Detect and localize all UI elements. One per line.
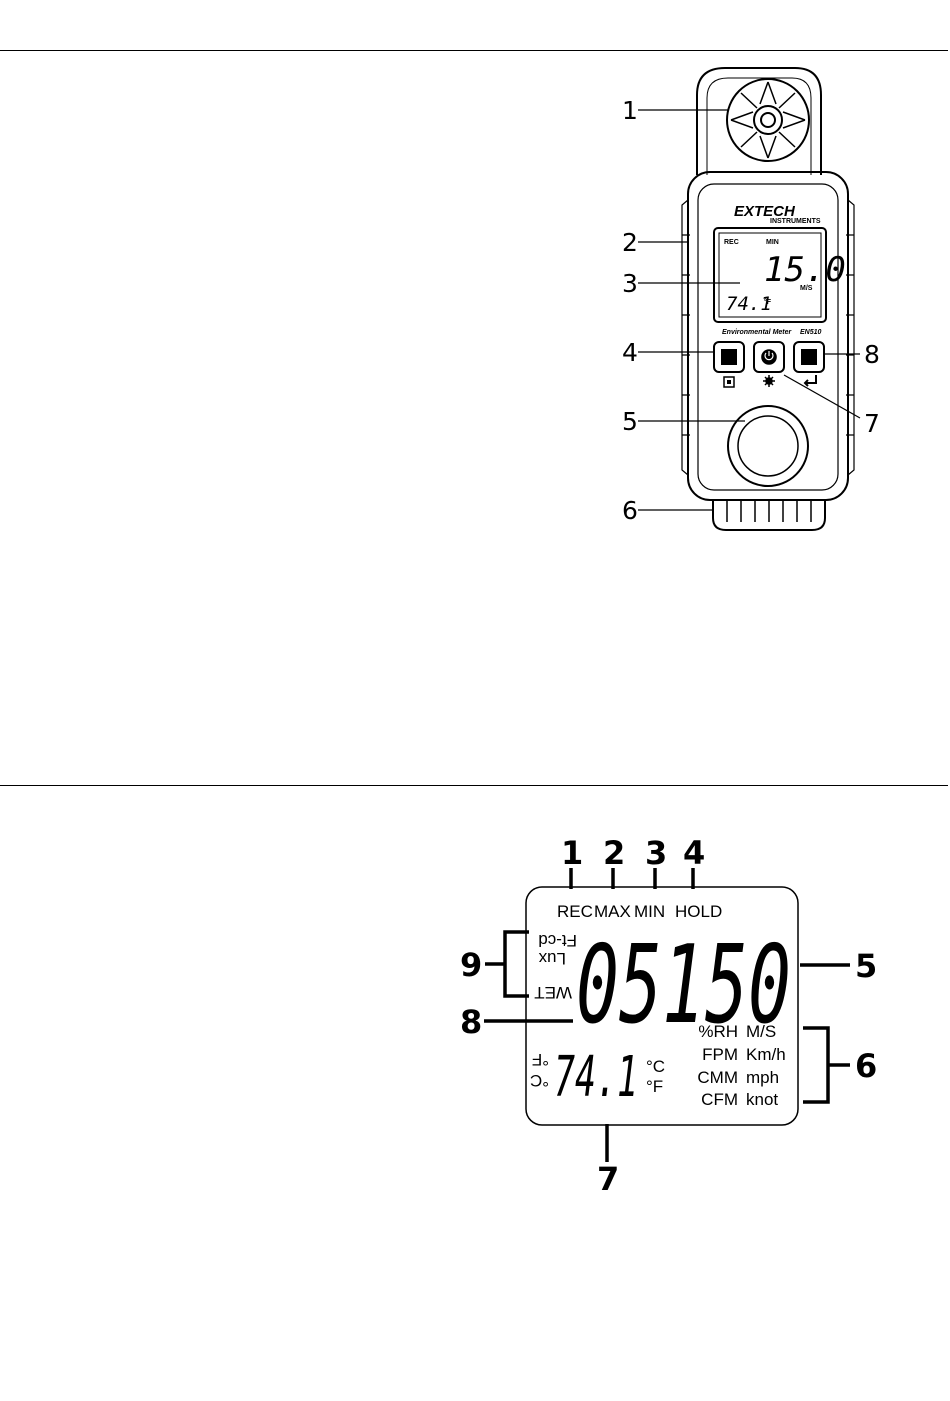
lcd-label-min: MIN [634,902,665,921]
lcd-unit-fpm: FPM [702,1045,738,1064]
meter-model-number: EN510 [800,329,822,336]
meter-brand-sub: INSTRUMENTS [770,218,821,225]
lcd-label-hold: HOLD [675,902,722,921]
meter-lcd-temp-unit: °F [764,298,772,306]
meter-callout-3: 3 [622,269,638,298]
meter-lcd-min: MIN [766,239,779,246]
lcd-label-max: MAX [594,902,631,921]
lcd-callout-1: 1 [561,834,583,872]
lcd-temp-unit-c: °C [646,1057,665,1076]
lcd-label-rec: REC [557,902,593,921]
lcd-unit-ftcd: Ft-cd [538,931,577,950]
meter-callout-1: 1 [622,96,638,125]
power-icon [762,350,776,364]
lcd-callout-4: 4 [683,834,705,872]
meter-callout-4: 4 [622,338,638,367]
meter-lcd-unit: M/S [800,285,813,292]
meter-lcd-rec: REC [724,239,739,246]
backlight-icon [763,375,775,387]
lcd-unit-mph: mph [746,1068,779,1087]
lcd-unit-kmh: Km/h [746,1045,786,1064]
lcd-callout-7: 7 [597,1160,619,1198]
lcd-callout-6: 6 [855,1047,877,1085]
lcd-secondary-reading: 74.1 [554,1045,638,1110]
lcd-temp-unit-f: °F [646,1077,663,1096]
lcd-unit-cfm: CFM [701,1090,738,1109]
meter-model-label: Environmental Meter [722,329,793,336]
lcd-callout-2: 2 [603,834,625,872]
lcd-unit-wet: WET [534,983,572,1002]
light-sensor [728,406,808,486]
meter-callout-8: 8 [864,340,880,369]
lcd-callout-9: 9 [460,946,482,984]
enter-icon [805,375,816,386]
lcd-small-unit-c: °C [530,1071,549,1090]
lcd-small-unit-f: °F [532,1050,549,1069]
lcd-unit-cmm: CMM [697,1068,738,1087]
lcd-unit-rh: %RH [698,1022,738,1041]
lcd-callout-5: 5 [855,947,877,985]
meter-callout-2: 2 [622,228,638,257]
meter-lcd-main: 15.0 [764,250,846,290]
meter-body [688,172,848,500]
meter-callout-7: 7 [864,409,880,438]
lcd-callout-3: 3 [645,834,667,872]
lcd-unit-ms: M/S [746,1022,776,1041]
meter-callout-6: 6 [622,496,638,525]
vane-wheel [727,79,809,161]
lcd-unit-knot: knot [746,1090,778,1109]
lcd-callout-8: 8 [460,1003,482,1041]
lcd-unit-lux: Lux [538,949,566,968]
meter-callout-5: 5 [622,407,638,436]
